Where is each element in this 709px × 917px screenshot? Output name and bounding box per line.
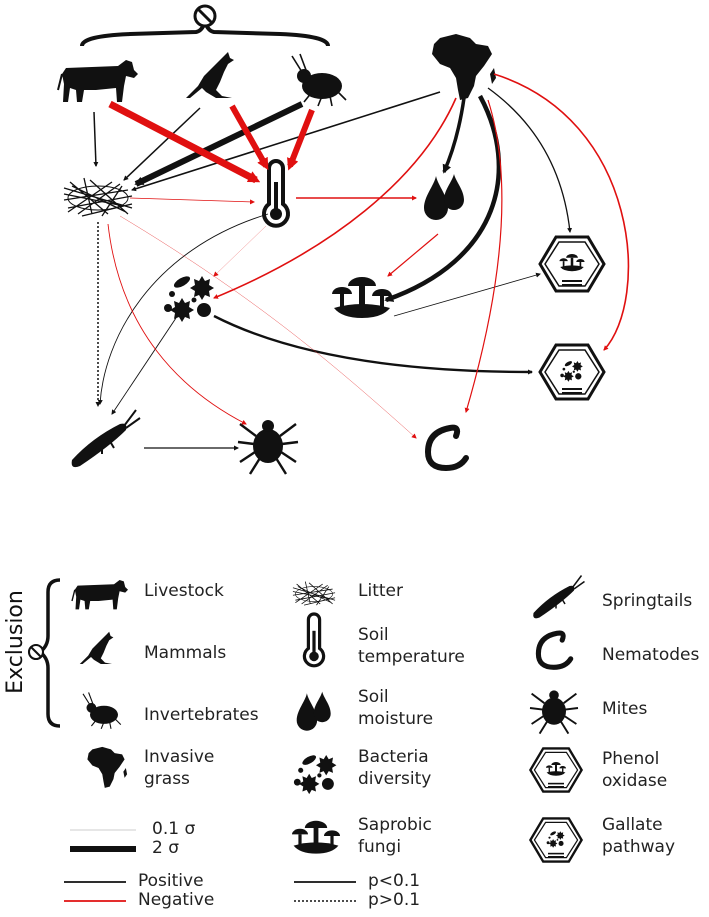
legend-invasive-grass-line1: Invasive	[144, 747, 214, 767]
edge-grass-litter	[131, 91, 441, 192]
legend-mammals: Mammals	[144, 643, 226, 663]
livestock-node	[57, 59, 139, 103]
edge-livestock-litter	[93, 111, 99, 167]
edge-grass-bacteria	[213, 97, 457, 299]
legend-weight-min: 0.1 σ	[152, 819, 195, 839]
edge-litter-temp	[129, 197, 255, 205]
saprobic-fungi-node	[332, 277, 392, 318]
legend-phenol-oxidase-icon	[530, 748, 581, 791]
legend-invasive-grass-line2: grass	[144, 769, 190, 789]
edge-mammals-temp	[108, 100, 261, 184]
legend-soil-temperature-icon	[302, 612, 326, 668]
edge-bacteria-gallate	[213, 314, 533, 375]
legend-p-sig: p<0.1	[368, 871, 420, 891]
springtails-node	[70, 409, 141, 469]
edge-moisture-fungi	[387, 233, 439, 277]
exclusion-icon	[193, 4, 217, 28]
legend-litter-icon	[292, 581, 336, 606]
legend-mites-icon	[529, 689, 579, 735]
edge-kangaroo-temp	[229, 104, 269, 171]
nematodes-node	[428, 428, 466, 468]
edge-invert-temp	[287, 108, 315, 171]
edge-litter-mites	[107, 223, 247, 425]
soil-moisture-node	[424, 174, 464, 220]
legend-bacteria-icon	[293, 753, 337, 795]
edge-bacteria-springtails	[111, 317, 177, 415]
edge-litter-nematodes	[119, 215, 417, 439]
litter-node	[63, 177, 133, 217]
legend-springtails: Springtails	[602, 591, 692, 611]
legend-exclusion-icon	[27, 643, 45, 661]
edge-temp-springtails	[97, 213, 269, 405]
legend-litter: Litter	[358, 581, 403, 601]
exclusion-label: Exclusion	[3, 590, 28, 694]
legend-invertebrates: Invertebrates	[144, 705, 259, 725]
legend-soil-temperature-line2: temperature	[358, 647, 465, 667]
edge-invertebrates-litter	[134, 101, 304, 187]
edge-fungi-phenol	[393, 272, 541, 317]
legend-p-nonsig: p>0.1	[368, 890, 420, 910]
legend-phenol-oxidase-line1: Phenol	[602, 749, 659, 769]
legend-weight-max: 2 σ	[152, 838, 179, 858]
legend-gallate-pathway-line2: pathway	[602, 837, 675, 857]
legend-nematodes: Nematodes	[602, 645, 699, 665]
mites-node	[236, 418, 300, 476]
legend-positive: Positive	[138, 871, 204, 891]
legend-negative: Negative	[138, 890, 214, 910]
legend-soil-temperature-line1: Soil	[358, 625, 389, 645]
edge-grass-phenol	[487, 87, 573, 233]
legend-invasive-grass-icon	[87, 746, 128, 788]
edge-grass-moisture	[442, 97, 466, 174]
legend-bacteria-line1: Bacteria	[358, 747, 429, 767]
edge-temp-bacteria	[213, 225, 267, 277]
phenol-oxidase-node	[540, 237, 604, 291]
legend-mites: Mites	[602, 699, 648, 719]
edge-grass-nematodes	[464, 99, 503, 413]
legend-phenol-oxidase-line2: oxidase	[602, 771, 667, 791]
bacteria-node	[164, 274, 214, 322]
legend-livestock: Livestock	[144, 581, 224, 601]
gallate-pathway-node	[540, 345, 604, 399]
invasive-grass-node	[432, 34, 496, 100]
edge-grass-fungi	[384, 94, 501, 303]
legend-springtails-icon	[532, 574, 586, 620]
legend-livestock-icon	[71, 579, 129, 611]
legend-invertebrates-icon	[82, 691, 122, 730]
legend-soil-moisture-line2: moisture	[358, 709, 433, 729]
soil-temperature-node	[262, 159, 290, 228]
legend-gallate-pathway-icon	[530, 818, 581, 861]
edge-mammals-litter	[123, 107, 201, 181]
mammals-node	[186, 52, 234, 98]
legend-nematodes-icon	[538, 633, 570, 667]
legend-saprobic-fungi-line2: fungi	[358, 837, 401, 857]
legend-soil-moisture-icon	[296, 691, 331, 731]
legend-gallate-pathway-line1: Gallate	[602, 815, 663, 835]
invertebrates-node	[291, 53, 347, 107]
legend-bacteria-line2: diversity	[358, 769, 431, 789]
legend-saprobic-fungi-icon	[292, 820, 340, 854]
edge-grass-gallate	[493, 73, 630, 351]
legend-mammals-icon	[79, 631, 114, 664]
legend-saprobic-fungi-line1: Saprobic	[358, 815, 432, 835]
legend-soil-moisture-line1: Soil	[358, 687, 389, 707]
